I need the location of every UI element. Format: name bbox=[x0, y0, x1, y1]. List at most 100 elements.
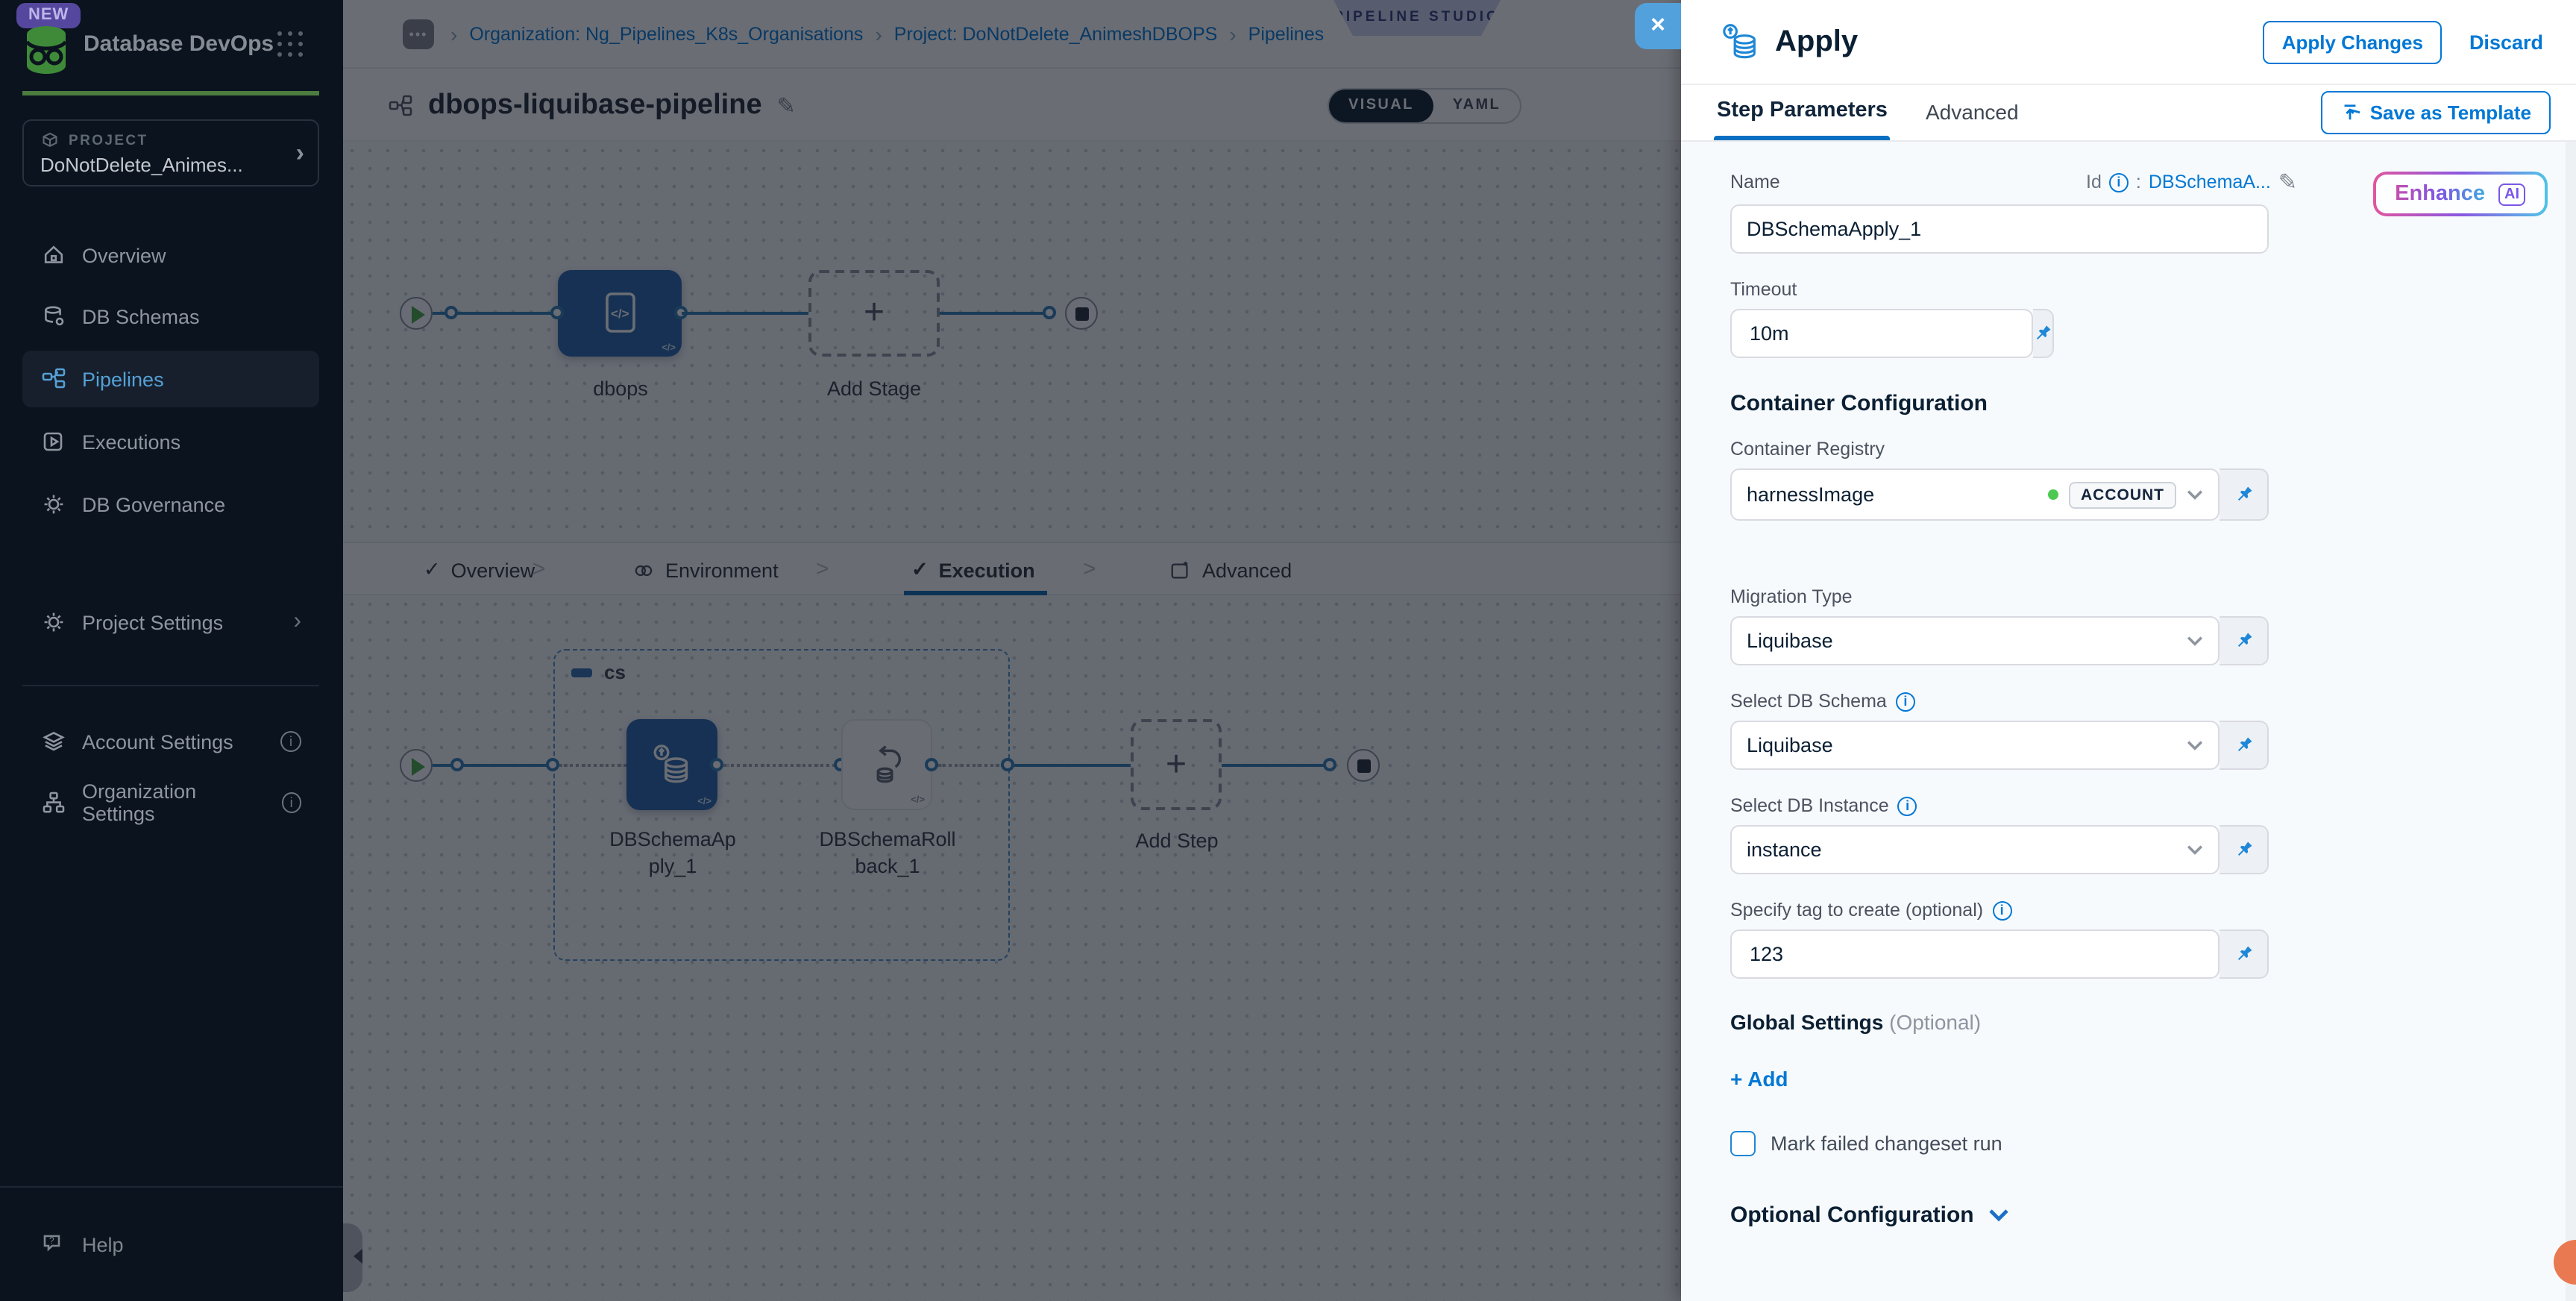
tag-input[interactable] bbox=[1747, 941, 2203, 967]
gear-icon bbox=[44, 612, 63, 632]
chevron-down-icon bbox=[2187, 636, 2203, 646]
layers-icon bbox=[43, 731, 65, 751]
mark-failed-checkbox[interactable] bbox=[1730, 1131, 1756, 1156]
info-icon: i bbox=[281, 792, 301, 813]
container-registry-field[interactable]: harnessImage ACCOUNT bbox=[1730, 468, 2220, 521]
org-chart-icon bbox=[43, 791, 65, 813]
sidebar-item-project-settings[interactable]: Project Settings › bbox=[22, 594, 319, 650]
ai-badge: AI bbox=[2498, 183, 2525, 205]
product-name: Database DevOps bbox=[84, 31, 274, 57]
scope-badge: ACCOUNT bbox=[2069, 481, 2176, 508]
pin-addon[interactable] bbox=[2220, 825, 2269, 874]
enhance-ai-button[interactable]: Enhance AI bbox=[2372, 172, 2548, 216]
project-label: PROJECT bbox=[40, 131, 148, 151]
drawer-scrollbar[interactable] bbox=[2566, 142, 2576, 1301]
pin-icon bbox=[2237, 841, 2252, 856]
new-badge: NEW bbox=[16, 3, 81, 28]
migration-type-group: Liquibase bbox=[1730, 616, 2269, 665]
sidebar-item-pipelines[interactable]: Pipelines bbox=[22, 351, 319, 407]
pin-addon[interactable] bbox=[2033, 309, 2054, 358]
module-accent-line bbox=[22, 91, 319, 95]
module-grid-icon[interactable] bbox=[277, 31, 304, 58]
edit-pencil-icon[interactable]: ✎ bbox=[2278, 170, 2297, 195]
play-box-icon bbox=[43, 432, 63, 451]
pin-icon bbox=[2036, 325, 2051, 340]
timeout-input[interactable] bbox=[1747, 321, 2017, 346]
project-selector[interactable]: PROJECT DoNotDelete_Animes... › bbox=[22, 119, 319, 186]
cube-icon bbox=[43, 132, 57, 148]
pin-addon[interactable] bbox=[2220, 616, 2269, 665]
database-gear-icon bbox=[45, 306, 64, 326]
mark-failed-row: Mark failed changeset run bbox=[1730, 1131, 2576, 1156]
drawer-header: Apply Apply Changes Discard bbox=[1681, 0, 2576, 85]
chevron-right-icon: › bbox=[295, 139, 304, 167]
container-configuration-heading: Container Configuration bbox=[1730, 391, 1988, 416]
sidebar-item-overview[interactable]: Overview bbox=[22, 227, 319, 283]
pin-icon bbox=[2237, 486, 2252, 501]
connectivity-status-dot bbox=[2048, 489, 2058, 500]
sidebar: NEW Database DevOps PROJECT DoNotDelete_… bbox=[0, 0, 343, 1301]
pipeline-studio-main: ••• › Organization: Ng_Pipelines_K8s_Org… bbox=[343, 0, 1681, 1301]
db-schema-select[interactable]: Liquibase bbox=[1730, 721, 2220, 770]
tag-group bbox=[1730, 929, 2269, 979]
container-registry-group: harnessImage ACCOUNT bbox=[1730, 468, 2269, 521]
tab-advanced[interactable]: Advanced bbox=[1926, 100, 2019, 124]
chevron-down-icon bbox=[2187, 845, 2203, 855]
project-name: DoNotDelete_Animes... bbox=[40, 154, 243, 176]
gear-icon bbox=[44, 495, 63, 514]
info-icon[interactable]: i bbox=[1897, 796, 1917, 815]
migration-type-select[interactable]: Liquibase bbox=[1730, 616, 2220, 665]
drawer-tabs: Step Parameters Advanced Save as Templat… bbox=[1681, 85, 2576, 142]
pin-addon[interactable] bbox=[2220, 468, 2269, 521]
pin-addon[interactable] bbox=[2220, 721, 2269, 770]
chevron-right-icon: › bbox=[293, 609, 301, 634]
tab-step-parameters[interactable]: Step Parameters bbox=[1717, 98, 1888, 122]
sidebar-item-account-settings[interactable]: Account Settings i bbox=[22, 713, 319, 770]
migration-type-label: Migration Type bbox=[1730, 586, 1853, 607]
info-icon[interactable]: i bbox=[1992, 900, 2012, 920]
tag-label: Specify tag to create (optional)i bbox=[1730, 900, 2576, 921]
discard-button[interactable]: Discard bbox=[2469, 31, 2543, 53]
db-instance-select[interactable]: instance bbox=[1730, 825, 2220, 874]
pin-icon bbox=[2237, 946, 2252, 961]
step-title: Apply bbox=[1775, 25, 1859, 57]
name-input[interactable] bbox=[1730, 204, 2269, 254]
sidebar-item-db-schemas[interactable]: DB Schemas bbox=[22, 288, 319, 345]
timeout-field-group bbox=[1730, 309, 2054, 358]
sidebar-item-organization-settings[interactable]: Organization Settings i bbox=[22, 774, 319, 831]
drawer-dim-overlay bbox=[343, 0, 1681, 1301]
selected-tab-underline bbox=[1714, 135, 1890, 140]
optional-configuration-toggle[interactable]: Optional Configuration bbox=[1730, 1203, 2576, 1228]
name-label: Name bbox=[1730, 172, 1780, 192]
sidebar-item-db-governance[interactable]: DB Governance bbox=[22, 476, 319, 533]
upload-icon bbox=[2344, 104, 2360, 120]
pin-icon bbox=[2237, 633, 2252, 648]
save-as-template-button[interactable]: Save as Template bbox=[2320, 91, 2551, 134]
container-registry-label: Container Registry bbox=[1730, 439, 1885, 460]
sidebar-item-executions[interactable]: Executions bbox=[22, 413, 319, 470]
db-instance-group: instance bbox=[1730, 825, 2269, 874]
help-chat-icon: ? bbox=[43, 1235, 60, 1252]
info-icon[interactable]: i bbox=[2108, 172, 2129, 192]
step-id-value[interactable]: DBSchemaA... bbox=[2148, 172, 2271, 192]
info-icon: i bbox=[280, 731, 301, 752]
sidebar-item-help[interactable]: ? Help bbox=[22, 1216, 319, 1273]
chevron-down-icon[interactable] bbox=[2187, 489, 2203, 500]
divider bbox=[0, 1186, 343, 1188]
chevron-down-icon bbox=[2187, 741, 2203, 750]
add-global-setting-button[interactable]: + Add bbox=[1730, 1067, 1788, 1091]
step-config-drawer: × Apply Apply Changes Discard Step Param… bbox=[1635, 0, 2576, 1301]
pin-icon bbox=[2237, 737, 2252, 752]
apply-changes-button[interactable]: Apply Changes bbox=[2262, 20, 2443, 63]
close-drawer-button[interactable]: × bbox=[1635, 3, 1681, 49]
home-icon bbox=[44, 245, 63, 263]
divider bbox=[22, 685, 319, 686]
global-settings-heading: Global Settings (Optional) bbox=[1730, 1010, 1982, 1034]
pipeline-icon bbox=[42, 368, 66, 389]
pin-addon[interactable] bbox=[2220, 929, 2269, 979]
timeout-label: Timeout bbox=[1730, 279, 1797, 300]
info-icon[interactable]: i bbox=[1895, 692, 1915, 711]
